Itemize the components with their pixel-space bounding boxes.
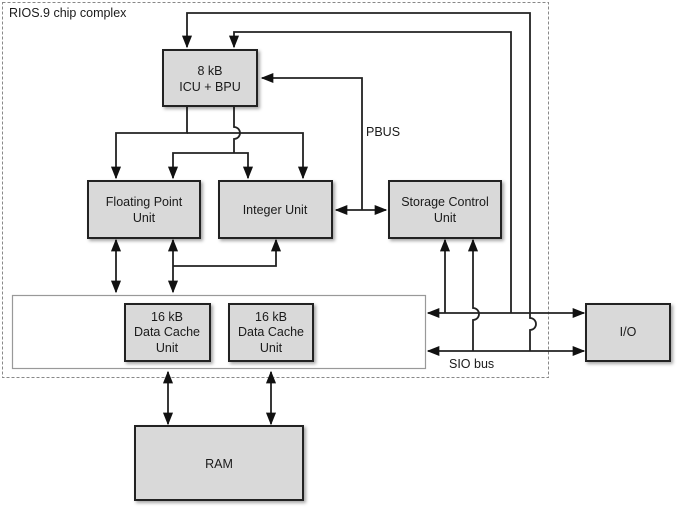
feedback-hop bbox=[529, 313, 537, 351]
svg-text:RAM: RAM bbox=[205, 457, 233, 471]
storage-bus-wire-2 bbox=[467, 238, 480, 351]
cache-bank-enclosure bbox=[11, 294, 427, 370]
svg-text:Unit: Unit bbox=[260, 341, 283, 355]
svg-text:Unit: Unit bbox=[434, 211, 457, 225]
svg-text:Unit: Unit bbox=[156, 341, 179, 355]
svg-text:Storage Control: Storage Control bbox=[401, 195, 489, 209]
icu-dispatch-right bbox=[187, 132, 309, 180]
data-cache-unit-block-1: 16 kB Data Cache Unit bbox=[124, 303, 211, 362]
pbus-label: PBUS bbox=[366, 125, 400, 139]
svg-text:8 kB: 8 kB bbox=[197, 64, 222, 78]
sio-bus-label: SIO bus bbox=[449, 357, 494, 371]
svg-text:ICU + BPU: ICU + BPU bbox=[179, 80, 240, 94]
ram-block: RAM bbox=[134, 425, 304, 501]
storage-control-unit-block: Storage Control Unit bbox=[388, 180, 502, 239]
pbus-wire-to-icu bbox=[260, 72, 363, 210]
data-cache-unit-block-2: 16 kB Data Cache Unit bbox=[228, 303, 314, 362]
svg-text:Integer Unit: Integer Unit bbox=[243, 203, 308, 217]
icu-dispatch-mid bbox=[233, 106, 241, 153]
io-block: I/O bbox=[585, 303, 671, 362]
icu-dispatch-mid-left bbox=[167, 152, 234, 180]
floating-point-unit-block: Floating Point Unit bbox=[87, 180, 201, 239]
chip-complex-border bbox=[2, 2, 549, 378]
feedback-wire-inner bbox=[228, 31, 512, 313]
svg-text:I/O: I/O bbox=[620, 325, 637, 339]
integer-unit-block: Integer Unit bbox=[218, 180, 333, 239]
svg-text:16 kB: 16 kB bbox=[151, 310, 183, 324]
svg-text:Floating Point: Floating Point bbox=[106, 195, 183, 209]
svg-text:Data Cache: Data Cache bbox=[134, 325, 200, 339]
integer-cache-wire bbox=[173, 238, 282, 267]
svg-text:16 kB: 16 kB bbox=[255, 310, 287, 324]
icu-dispatch-mid-right bbox=[234, 152, 254, 180]
chip-complex-label: RIOS.9 chip complex bbox=[9, 6, 127, 20]
svg-text:Data Cache: Data Cache bbox=[238, 325, 304, 339]
icu-dispatch-left bbox=[110, 106, 188, 180]
icu-bpu-block: 8 kB ICU + BPU bbox=[162, 49, 258, 107]
svg-text:Unit: Unit bbox=[133, 211, 156, 225]
feedback-wire-outer bbox=[181, 12, 531, 313]
chip-complex-boundary bbox=[3, 3, 548, 124]
